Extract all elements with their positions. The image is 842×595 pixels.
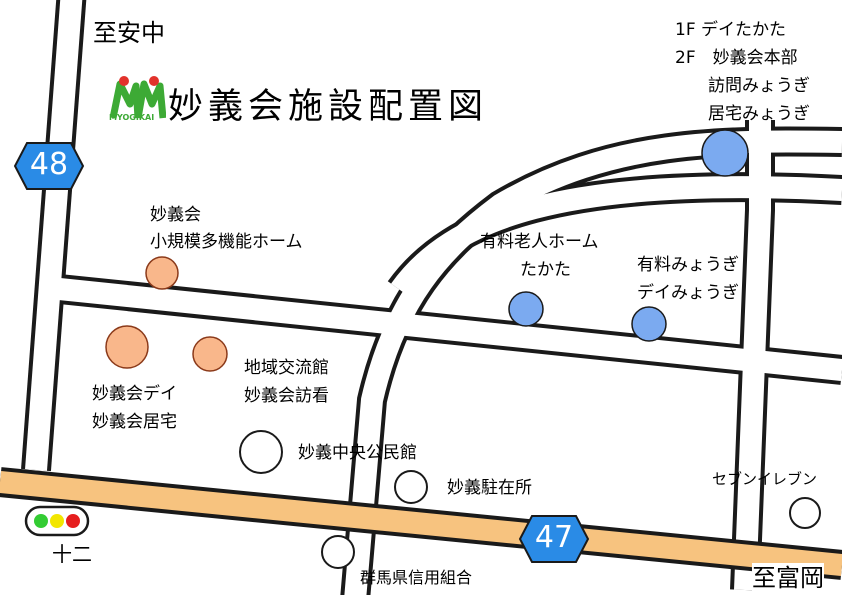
facility-line: 妙義会	[150, 205, 201, 225]
facility-line: 訪問みょうぎ	[708, 76, 810, 96]
facility-line: 妙義会デイ	[92, 384, 177, 404]
main-road-47	[0, 467, 842, 580]
landmark-label-shinyokumiai: 群馬県信用組合	[360, 568, 473, 587]
facility-line: 有料みょうぎ	[637, 255, 739, 275]
route-48-shield	[13, 142, 85, 190]
facility-line: 妙義会訪看	[244, 386, 329, 406]
logo-wordmark: MYOGIKAI	[109, 113, 155, 122]
traffic-signal-icon	[24, 505, 90, 537]
facility-line: たかた	[520, 260, 571, 280]
intersection-label: 十二	[52, 542, 92, 566]
side-roads	[21, 0, 842, 595]
facility-line: 有料老人ホーム	[480, 232, 599, 252]
facility-line: 小規模多機能ホーム	[150, 232, 303, 252]
landmark-label-seven-eleven: セブンイレブン	[712, 470, 818, 488]
landmark-label-chuzaisho: 妙義駐在所	[447, 478, 532, 498]
facility-line: 2F 妙義会本部	[675, 48, 798, 68]
facility-line: 居宅みょうぎ	[708, 104, 810, 124]
map-title: 妙義会施設配置図	[168, 87, 489, 127]
landmark-label-kominkan: 妙義中央公民館	[298, 443, 417, 463]
facility-line: デイみょうぎ	[637, 283, 739, 303]
route-47-number: 47	[534, 520, 574, 555]
facility-line: 1F デイたかた	[675, 20, 786, 40]
route-48-number: 48	[29, 147, 69, 182]
myogikai-logo-icon	[110, 76, 166, 119]
direction-north: 至安中	[93, 19, 165, 47]
facility-line: 地域交流館	[244, 358, 329, 378]
direction-east: 至富岡	[752, 563, 824, 593]
route-47-shield	[518, 515, 590, 563]
facility-line: 妙義会居宅	[92, 412, 177, 432]
